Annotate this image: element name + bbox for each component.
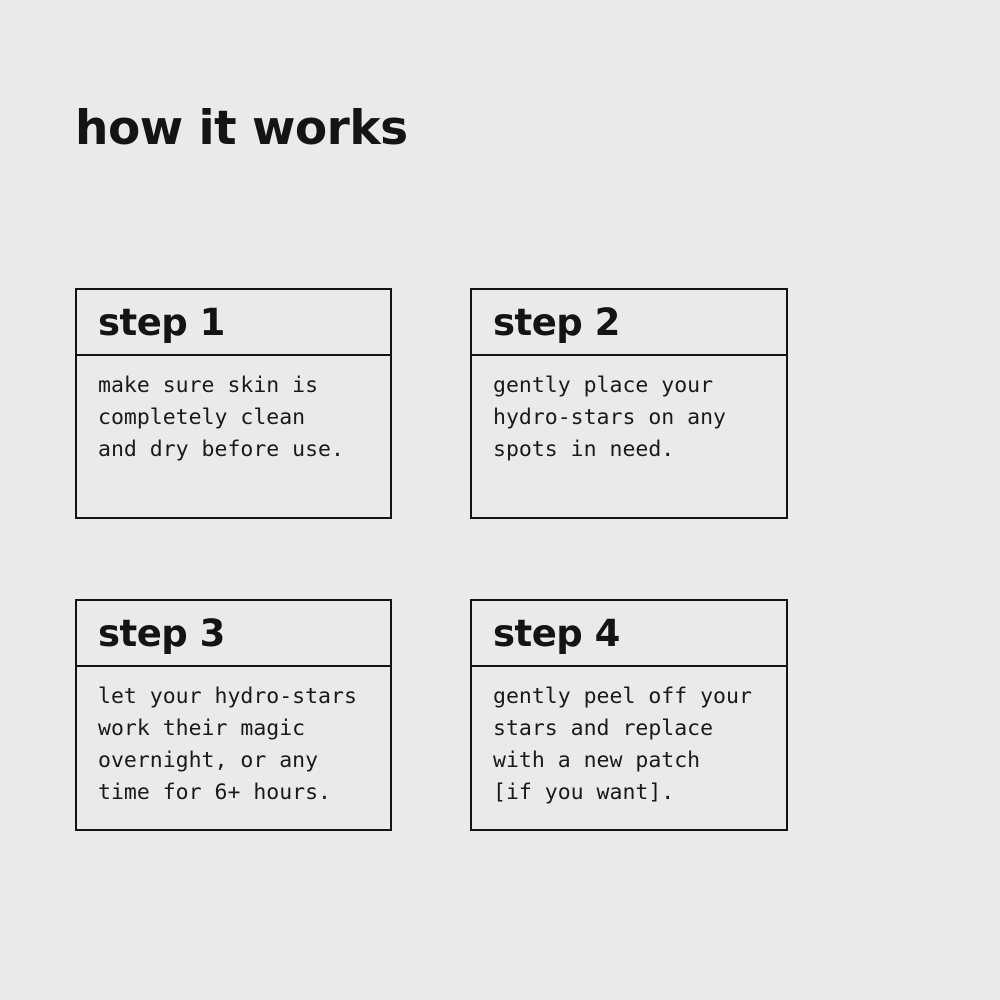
step-card-3-header: step 3 [77, 601, 390, 667]
step-card-4-label: step 4 [493, 611, 620, 655]
step-card-3-body: let your hydro-stars work their magic ov… [98, 684, 357, 805]
step-card-4-header: step 4 [472, 601, 786, 667]
step-card-1: step 1 make sure skin is completely clea… [75, 288, 392, 519]
step-card-4-body: gently peel off your stars and replace w… [493, 684, 752, 805]
step-card-2: step 2 gently place your hydro-stars on … [470, 288, 788, 519]
page-title: how it works [75, 101, 408, 156]
step-card-2-header: step 2 [472, 290, 786, 356]
step-card-4: step 4 gently peel off your stars and re… [470, 599, 788, 831]
step-card-2-body: gently place your hydro-stars on any spo… [493, 373, 726, 462]
step-card-3: step 3 let your hydro-stars work their m… [75, 599, 392, 831]
step-card-1-header: step 1 [77, 290, 390, 356]
step-card-1-body: make sure skin is completely clean and d… [98, 373, 344, 462]
step-card-1-label: step 1 [98, 300, 225, 344]
step-card-3-label: step 3 [98, 611, 225, 655]
step-card-2-label: step 2 [493, 300, 620, 344]
